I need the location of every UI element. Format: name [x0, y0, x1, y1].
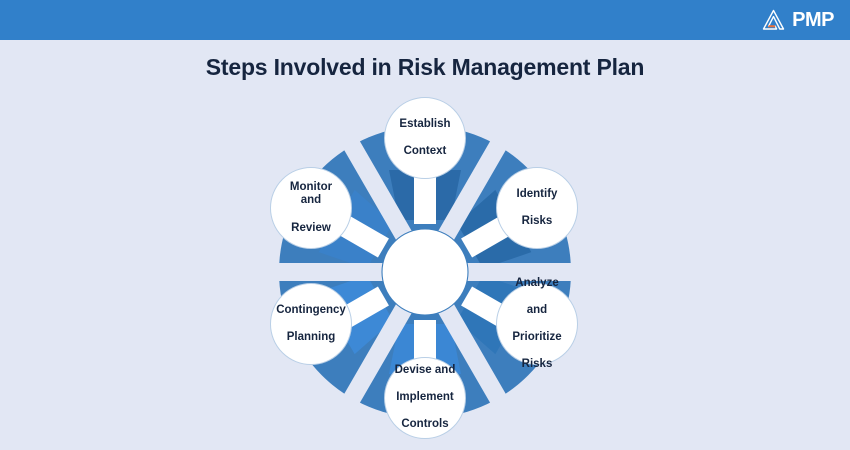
step-node-identify-risks[interactable]: Identify Risks	[496, 167, 578, 249]
brand-logo[interactable]: PMP	[762, 7, 834, 33]
spoke-group	[275, 137, 575, 407]
step-node-2-label: Identify Risks	[516, 187, 558, 227]
step-node-1-label: Establish Context	[399, 117, 451, 157]
brand-logo-text: PMP	[792, 9, 834, 31]
step-node-devise-implement-controls[interactable]: Devise and Implement Controls	[384, 357, 466, 439]
spoke-3	[438, 303, 508, 407]
step-node-4-label: Devise and Implement Controls	[394, 364, 456, 431]
step-node-establish-context[interactable]: Establish Context	[384, 97, 466, 179]
spoke-6	[342, 137, 412, 241]
spoke-1	[438, 137, 508, 241]
mountain-triangle-icon	[762, 9, 785, 30]
step-node-5-label: Contingency Planning	[276, 303, 346, 343]
center-hub	[381, 228, 469, 316]
step-node-3-label: Analyze and Prioritize Risks	[512, 276, 562, 370]
step-node-monitor-review[interactable]: Monitor and Review	[270, 167, 352, 249]
step-node-contingency-planning[interactable]: Contingency Planning	[270, 283, 352, 365]
spoke-2	[467, 263, 575, 281]
step-node-6-label: Monitor and Review	[289, 180, 333, 234]
page-title: Steps Involved in Risk Management Plan	[205, 54, 645, 80]
step-node-analyze-prioritize-risks[interactable]: Analyze and Prioritize Risks	[496, 277, 578, 370]
header-bar: PMP	[0, 0, 850, 40]
spoke-4	[342, 303, 412, 407]
spoke-5	[275, 263, 383, 281]
